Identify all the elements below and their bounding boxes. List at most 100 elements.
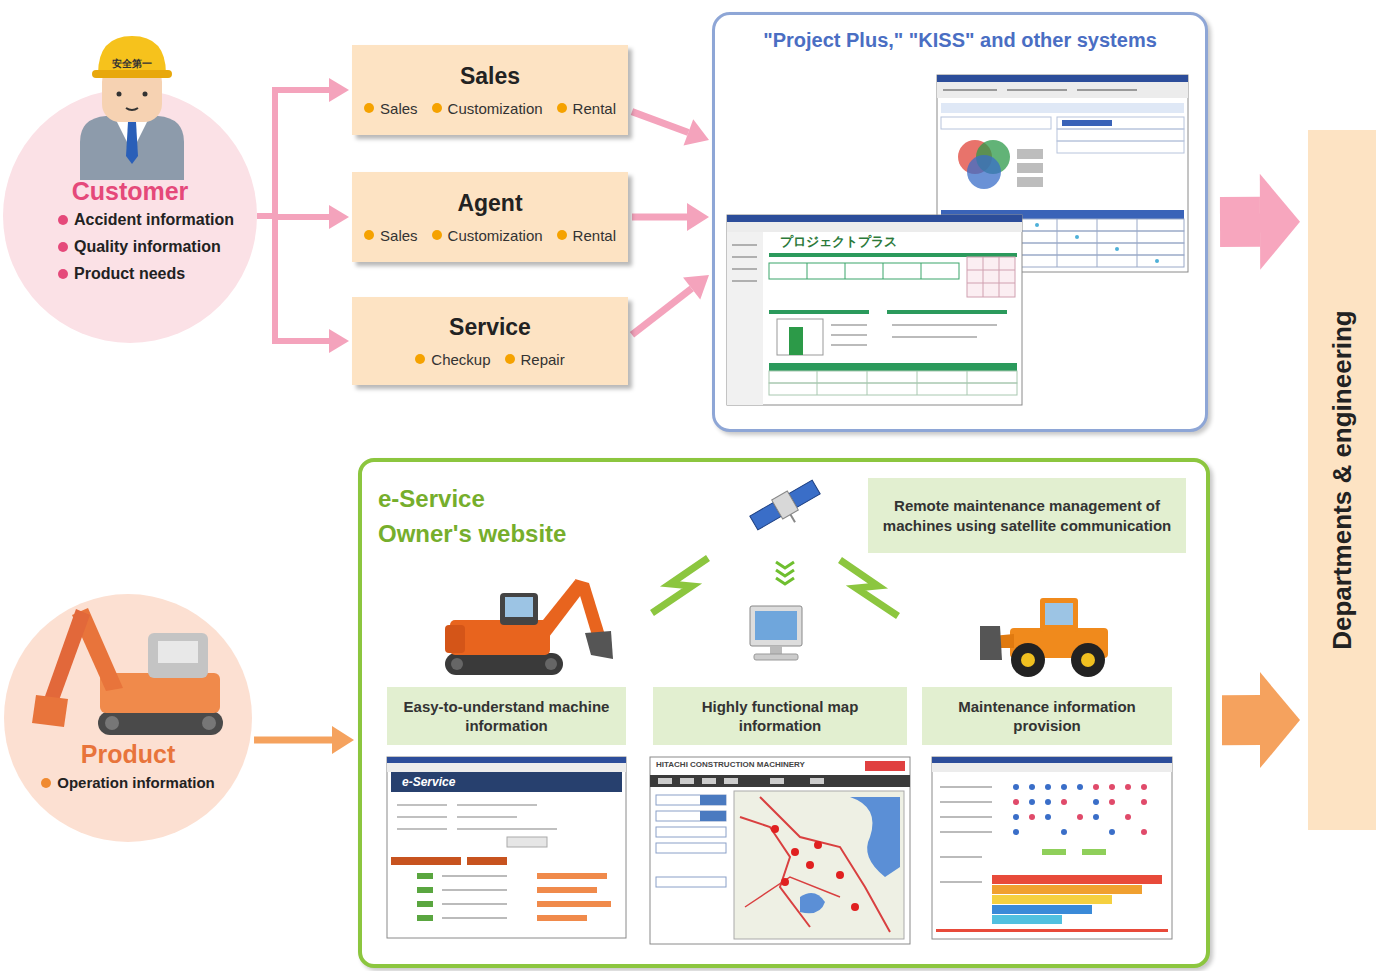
bullet-dot [364, 103, 374, 113]
bullet-row: Quality information [58, 233, 234, 260]
bullet-text: Rental [573, 227, 616, 244]
flow-arrow [632, 203, 709, 231]
channel-box: ServiceCheckup Repair [352, 297, 628, 385]
bullet-item: Rental [557, 100, 616, 117]
bullet-item: Repair [505, 351, 565, 368]
feature-box: Easy-to-understand machine information [387, 687, 626, 745]
bullet-row: Sales Customization Rental [364, 100, 616, 117]
bullet-text: Product needs [74, 265, 185, 283]
bullet-item: Customization [432, 227, 543, 244]
bullet-dot [505, 354, 515, 364]
flow-arrow [257, 78, 349, 216]
box-title: Agent [457, 190, 522, 216]
excavator-figure [28, 603, 228, 738]
bullet-item: Sales [364, 227, 418, 244]
bullet-text: Customization [448, 227, 543, 244]
bullet-dot [557, 103, 567, 113]
arrow-head [687, 203, 709, 231]
arrow-head [683, 275, 709, 300]
bullet-dot [58, 242, 68, 252]
arrow-shaft [257, 216, 329, 341]
flow-arrow [257, 216, 349, 353]
feature-text: Remote maintenance management of machine… [878, 496, 1176, 535]
box-title: Service [449, 314, 531, 340]
bullet-dot [557, 230, 567, 240]
channel-box: SalesSalesCustomizationRental [352, 45, 628, 135]
bullet-dot [432, 230, 442, 240]
feature-text: Easy-to-understand machine information [397, 697, 616, 736]
circle-heading: Product [3, 741, 253, 769]
bullet-dot [41, 778, 51, 788]
feature-box: Remote maintenance management of machine… [868, 478, 1186, 553]
channel-box: AgentSales Customization Rental [352, 172, 628, 262]
band-text: Departments & engineering [1327, 310, 1358, 650]
panel-title-wrap: e-Service Owner's website [378, 482, 578, 552]
flow-arrow [632, 112, 709, 146]
bullet-dot [58, 269, 68, 279]
bullet-row: Sales Customization Rental [364, 227, 616, 244]
panel-title: e-Service Owner's website [378, 482, 578, 552]
arrow-head [1260, 174, 1300, 270]
arrow-shaft [1220, 197, 1260, 247]
bullet-text: Accident information [74, 211, 234, 229]
customer-figure [72, 30, 192, 180]
bullet-item: Customization [432, 100, 543, 117]
arrow-shaft [632, 288, 692, 334]
bullet-text: Rental [573, 100, 616, 117]
screen-title: e-Service [402, 775, 492, 789]
flow-arrow [254, 726, 354, 754]
flow-arrow [1222, 672, 1300, 768]
panel-title: "Project Plus," "KISS" and other systems [725, 28, 1195, 52]
feature-box: Maintenance information provision [922, 687, 1172, 745]
bullet-row: Checkup Repair [415, 351, 564, 368]
arrow-head [329, 205, 349, 229]
bullet-dot [364, 230, 374, 240]
flow-arrow [632, 275, 709, 335]
arrow-head [332, 726, 354, 754]
bullet-dot [432, 103, 442, 113]
arrow-head [329, 78, 349, 102]
feature-text: Maintenance information provision [932, 697, 1162, 736]
target-band: Departments & engineering [1308, 130, 1376, 830]
bullet-row: Accident information [58, 206, 234, 233]
feature-box: Highly functional map information [653, 687, 907, 745]
bullet-item: Rental [557, 227, 616, 244]
bullet-text: Customization [448, 100, 543, 117]
bullet-list: Accident informationQuality informationP… [58, 206, 234, 287]
circle-node: ProductOperation information [3, 593, 253, 843]
screen-title: プロジェクトプラス [780, 234, 910, 250]
arrow-head [1260, 672, 1300, 768]
flow-arrow [1220, 174, 1300, 270]
arrow-shaft [632, 112, 688, 133]
heading-wrap: Customer [2, 178, 258, 206]
circle-node: CustomerAccident informationQuality info… [2, 88, 258, 344]
system-panel: "Project Plus," "KISS" and other systems [712, 12, 1208, 432]
band-text-wrap: Departments & engineering [1327, 310, 1358, 650]
screen-header: HITACHI CONSTRUCTION MACHINERY [656, 760, 816, 770]
arrow-head [329, 329, 349, 353]
circle-fill [4, 594, 252, 842]
circle-fill [3, 89, 257, 343]
bullet-text: Sales [380, 100, 418, 117]
bullet-text: Repair [521, 351, 565, 368]
bullet-text: Checkup [431, 351, 490, 368]
bullet-item: Sales [364, 100, 418, 117]
feature-text: Highly functional map information [663, 697, 897, 736]
bullet-item: Checkup [415, 351, 490, 368]
arrow-shaft [254, 737, 332, 744]
circle-heading: Customer [2, 178, 258, 206]
heading-wrap: Product [3, 741, 253, 769]
bullet-list: Operation information [3, 769, 253, 796]
bullet-row: Operation information [3, 769, 253, 796]
bullet-text: Quality information [74, 238, 221, 256]
bullet-row: Product needs [58, 260, 234, 287]
bullet-text: Operation information [57, 774, 215, 791]
bullet-dot [415, 354, 425, 364]
bullet-text: Sales [380, 227, 418, 244]
bullet-dot [58, 215, 68, 225]
arrow-shaft [632, 213, 687, 220]
box-title: Sales [460, 63, 520, 89]
system-screenshots [712, 12, 1208, 432]
arrow-shaft [257, 90, 329, 216]
